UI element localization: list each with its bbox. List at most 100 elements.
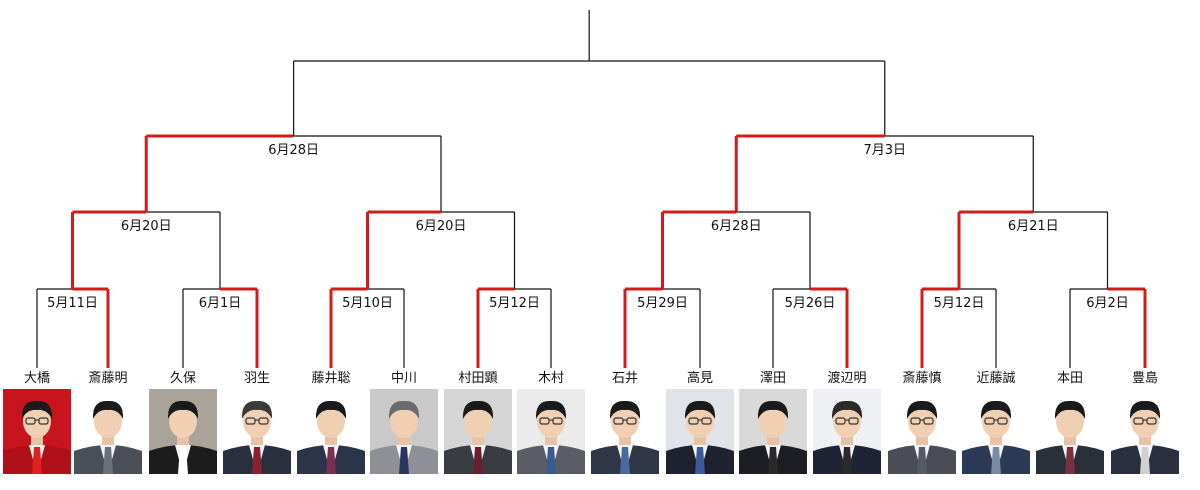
tie-shape bbox=[695, 447, 705, 474]
face-shape bbox=[390, 404, 418, 438]
player-name: 斎藤慎 bbox=[902, 370, 941, 386]
match-date-round2-1: 6月20日 bbox=[416, 219, 467, 234]
tie-shape bbox=[917, 447, 927, 474]
tie-shape bbox=[103, 447, 113, 474]
tie-shape bbox=[546, 447, 556, 474]
tie-shape bbox=[399, 447, 409, 474]
glasses-icon bbox=[910, 417, 934, 425]
player-photo bbox=[888, 389, 956, 474]
tie-shape bbox=[842, 447, 852, 474]
match-date-round2-0: 6月20日 bbox=[121, 219, 172, 234]
hair-shape bbox=[388, 400, 420, 419]
glasses-icon bbox=[245, 417, 269, 425]
face-shape bbox=[317, 404, 345, 438]
hair-shape bbox=[21, 400, 53, 419]
player-photo bbox=[517, 389, 585, 474]
face-shape bbox=[1131, 404, 1159, 438]
match-date-round1-0: 5月11日 bbox=[47, 296, 98, 311]
hair-shape bbox=[1129, 400, 1161, 419]
player-photo bbox=[813, 389, 881, 474]
player-photo bbox=[591, 389, 659, 474]
hair-shape bbox=[1054, 400, 1086, 419]
player-name: 石井 bbox=[612, 371, 638, 386]
player-name: 近藤誠 bbox=[976, 371, 1015, 386]
face-shape bbox=[833, 404, 861, 438]
hair-shape bbox=[609, 400, 641, 419]
winner-path-lines bbox=[71, 134, 1147, 368]
face-shape bbox=[243, 404, 271, 438]
player-name: 木村 bbox=[538, 371, 564, 386]
face-shape bbox=[537, 404, 565, 438]
match-date-round1-5: 5月26日 bbox=[785, 296, 836, 311]
match-date-round1-2: 5月10日 bbox=[342, 296, 393, 311]
hair-shape bbox=[535, 400, 567, 419]
match-date-round1-1: 6月1日 bbox=[199, 296, 242, 311]
tie-shape bbox=[620, 447, 630, 474]
hair-shape bbox=[241, 400, 273, 419]
hair-shape bbox=[906, 400, 938, 419]
player-photo bbox=[666, 389, 734, 474]
face-shape bbox=[759, 404, 787, 438]
face-shape bbox=[611, 404, 639, 438]
tie-shape bbox=[326, 447, 336, 474]
match-date-round1-4: 5月29日 bbox=[637, 296, 688, 311]
glasses-icon bbox=[688, 417, 712, 425]
player-name: 久保 bbox=[170, 371, 196, 386]
player-photo bbox=[739, 389, 807, 474]
tie-shape bbox=[252, 447, 262, 474]
match-date-round1-7: 6月2日 bbox=[1086, 296, 1129, 311]
face-shape bbox=[94, 404, 122, 438]
player-photo bbox=[297, 389, 365, 474]
face-shape bbox=[982, 404, 1010, 438]
glasses-icon bbox=[835, 417, 859, 425]
face-shape bbox=[686, 404, 714, 438]
glasses-icon bbox=[25, 417, 49, 425]
player-name: 豊島 bbox=[1132, 371, 1158, 386]
match-date-round3-1: 7月3日 bbox=[863, 143, 906, 158]
match-date-round1-3: 5月12日 bbox=[489, 296, 540, 311]
glasses-icon bbox=[984, 417, 1008, 425]
tie-shape bbox=[178, 447, 188, 474]
player-name: 本田 bbox=[1057, 371, 1083, 386]
match-dates: 5月11日 6月1日 5月10日 5月12日 5月29日 5月26日 5月12日 6月2日 6月… bbox=[47, 143, 1129, 311]
glasses-icon bbox=[1133, 417, 1157, 425]
tie-shape bbox=[768, 447, 778, 474]
player-names: 大橋斎藤明久保羽生藤井聡中川村田顕木村石井高見澤田渡辺明斎藤慎近藤誠本田豊島 bbox=[24, 370, 1158, 386]
player-photo bbox=[962, 389, 1030, 474]
match-date-round2-2: 6月28日 bbox=[711, 219, 762, 234]
player-photo bbox=[1111, 389, 1179, 474]
player-name: 藤井聡 bbox=[311, 371, 350, 386]
tie-shape bbox=[991, 447, 1001, 474]
face-shape bbox=[1056, 404, 1084, 438]
face-shape bbox=[23, 404, 51, 438]
tie-shape bbox=[1065, 447, 1075, 474]
player-photo bbox=[223, 389, 291, 474]
glasses-icon bbox=[613, 417, 637, 425]
match-date-round2-3: 6月21日 bbox=[1008, 219, 1059, 234]
hair-shape bbox=[92, 400, 124, 419]
hair-shape bbox=[684, 400, 716, 419]
player-photo bbox=[3, 389, 71, 474]
player-photo bbox=[444, 389, 512, 474]
tie-shape bbox=[1140, 447, 1150, 474]
player-name: 渡辺明 bbox=[827, 370, 866, 386]
match-date-round3-0: 6月28日 bbox=[268, 143, 319, 158]
face-shape bbox=[908, 404, 936, 438]
tie-shape bbox=[473, 447, 483, 474]
player-name: 澤田 bbox=[760, 371, 786, 386]
match-date-round1-6: 5月12日 bbox=[934, 296, 985, 311]
player-name: 羽生 bbox=[244, 371, 270, 386]
player-photo bbox=[370, 389, 438, 474]
player-photos bbox=[3, 389, 1179, 474]
player-name: 中川 bbox=[391, 371, 417, 386]
bracket-lines bbox=[36, 10, 1109, 368]
hair-shape bbox=[462, 400, 494, 419]
face-shape bbox=[464, 404, 492, 438]
player-photo bbox=[149, 389, 217, 474]
player-name: 斎藤明 bbox=[88, 370, 127, 386]
face-shape bbox=[169, 404, 197, 438]
hair-shape bbox=[167, 400, 199, 419]
player-name: 高見 bbox=[687, 370, 713, 386]
hair-shape bbox=[980, 400, 1012, 419]
